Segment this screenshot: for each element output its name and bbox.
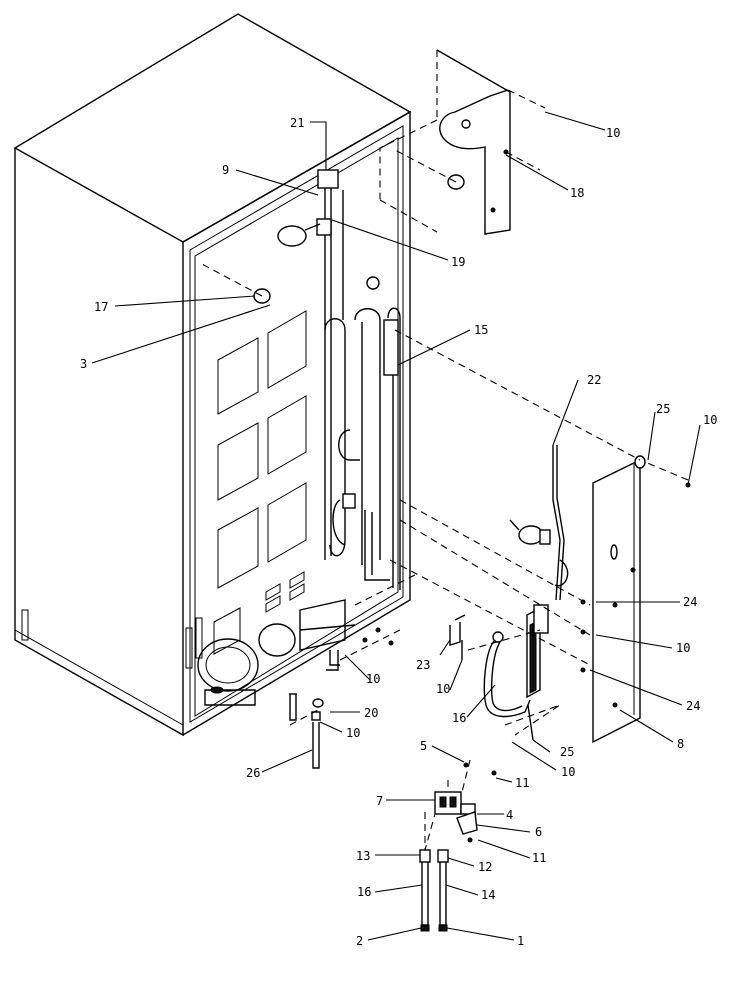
refrigerator-cabinet — [13, 13, 412, 737]
callout-15: 15 — [474, 323, 488, 337]
callout-10: 10 — [703, 413, 717, 427]
callout-24: 24 — [683, 595, 697, 609]
callout-24: 24 — [686, 699, 700, 713]
callout-22: 22 — [587, 373, 601, 387]
cabinet-back — [182, 110, 411, 736]
callout-10: 10 — [606, 126, 620, 140]
tube-16-lower — [421, 862, 429, 926]
cabinet-left-side — [14, 148, 184, 737]
tube-14 — [439, 862, 447, 926]
callout-leaders — [91, 111, 701, 941]
fitting-20 — [312, 698, 324, 708]
callout-19: 19 — [451, 255, 465, 269]
callout-16: 16 — [357, 885, 371, 899]
assembly-lines — [199, 50, 691, 851]
callout-18: 18 — [570, 186, 584, 200]
callout-10: 10 — [346, 726, 360, 740]
tubing-assembly — [277, 169, 401, 590]
callout-9: 9 — [222, 163, 229, 177]
tube-26 — [312, 722, 320, 769]
inlet-tube-16 — [483, 639, 534, 741]
callout-10: 10 — [436, 682, 450, 696]
callout-23: 23 — [416, 658, 430, 672]
insert-2 — [420, 924, 430, 932]
rear-panel-8 — [592, 455, 646, 744]
callout-12: 12 — [478, 860, 492, 874]
callout-4: 4 — [506, 808, 513, 822]
compressor-area — [197, 599, 356, 706]
wiring-harness-22 — [509, 445, 569, 601]
callout-6: 6 — [535, 825, 542, 839]
callout-3: 3 — [80, 357, 87, 371]
valve-bracket-24 — [492, 604, 549, 699]
callout-5: 5 — [420, 739, 427, 753]
panel-hole — [610, 544, 618, 560]
callout-7: 7 — [376, 794, 383, 808]
valve-part-6 — [456, 811, 478, 835]
callout-1: 1 — [517, 934, 524, 948]
bracket-23 — [449, 614, 466, 660]
fittings-20-26 — [289, 650, 339, 769]
fitting-13 — [419, 849, 431, 863]
callout-17: 17 — [94, 300, 108, 314]
callout-14: 14 — [481, 888, 495, 902]
callout-16: 16 — [452, 711, 466, 725]
callout-labels: 21 9 10 18 19 17 3 15 22 25 10 24 10 24 … — [80, 116, 717, 948]
callout-8: 8 — [677, 737, 684, 751]
callout-11: 11 — [515, 776, 529, 790]
callout-21: 21 — [290, 116, 304, 130]
cabinet-top — [13, 13, 412, 243]
insert-1 — [438, 924, 448, 932]
back-panel-border — [189, 125, 404, 723]
callout-2: 2 — [356, 934, 363, 948]
side-vent — [185, 627, 193, 669]
callout-11: 11 — [532, 851, 546, 865]
fitting-12 — [437, 849, 449, 863]
callout-20: 20 — [364, 706, 378, 720]
back-panel-grille — [213, 310, 307, 655]
callout-25: 25 — [560, 745, 574, 759]
callout-10: 10 — [561, 765, 575, 779]
callout-10: 10 — [676, 641, 690, 655]
callout-13: 13 — [356, 849, 370, 863]
top-bracket — [317, 169, 339, 189]
fill-tube-bracket — [277, 225, 307, 247]
callout-10: 10 — [366, 672, 380, 686]
water-valve-assembly — [419, 762, 497, 932]
callout-26: 26 — [246, 766, 260, 780]
access-cover-18 — [436, 49, 511, 235]
valve-body-7 — [434, 791, 462, 815]
callout-25: 25 — [656, 402, 670, 416]
compressor — [197, 638, 259, 692]
